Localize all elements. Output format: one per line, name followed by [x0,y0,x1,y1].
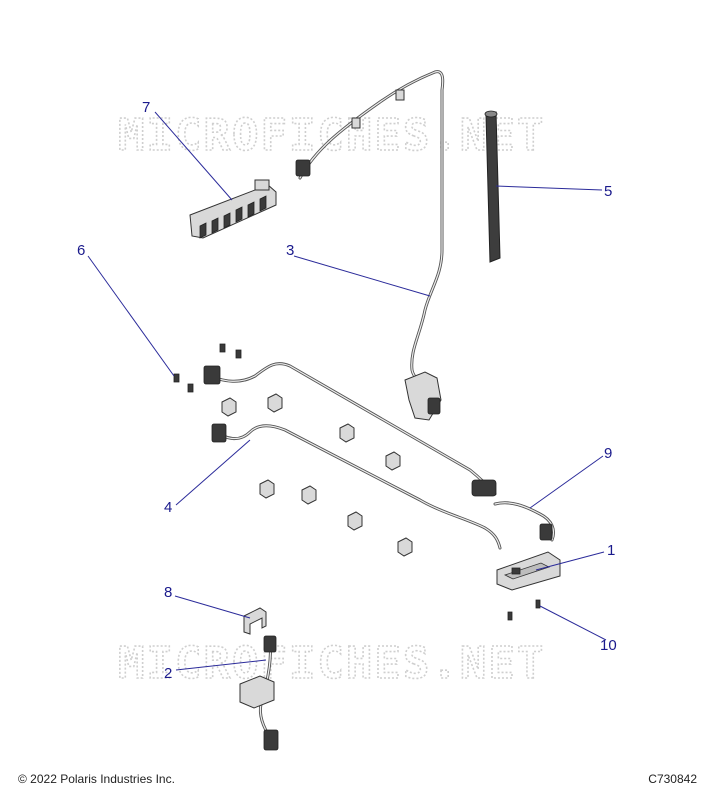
callout-5: 5 [604,183,612,200]
drawing-code: C730842 [648,772,697,786]
leader-lines [87,111,607,671]
callout-6: 6 [77,242,85,259]
upper-harness [203,362,497,497]
part-5-conduit [484,110,501,263]
part-4-harness [211,423,502,550]
part-10-screws [507,599,541,621]
part-8-clip [243,607,267,635]
watermark-top: MICROFICHES.NET [118,110,545,161]
watermark-bottom: MICROFICHES.NET [118,638,545,689]
part-2-assembly [239,635,279,751]
clips [221,393,413,557]
callouts: 7 3 5 6 4 9 1 10 8 2 [77,99,617,682]
callout-8: 8 [164,584,172,601]
callout-7: 7 [142,99,150,116]
part-7-connector-bracket [189,179,277,239]
callout-1: 1 [607,542,615,559]
callout-10: 10 [600,637,617,654]
callout-4: 4 [164,499,172,516]
part-3-harness [295,70,445,421]
part-6-screws [173,343,242,393]
callout-2: 2 [164,665,172,682]
callout-9: 9 [604,445,612,462]
copyright-notice: © 2022 Polaris Industries Inc. [18,772,175,786]
part-1-module [496,551,561,591]
part-9-jumper [493,501,555,542]
callout-3: 3 [286,242,294,259]
